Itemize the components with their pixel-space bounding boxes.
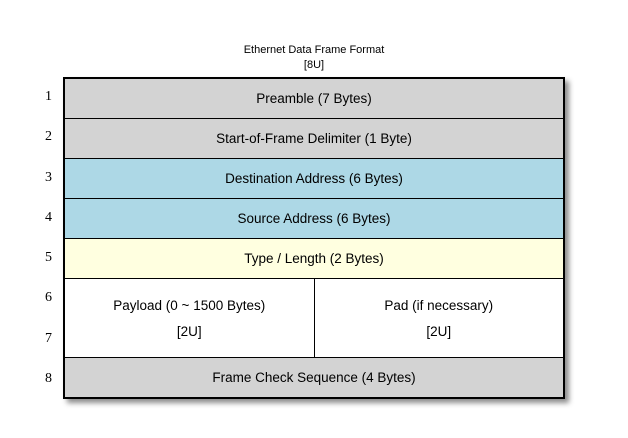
frame-row-type-length: Type / Length (2 Bytes) xyxy=(65,239,563,279)
diagram-title-text: Ethernet Data Frame Format xyxy=(243,44,385,56)
frame-row-frame-check-sequence-label: Frame Check Sequence (4 Bytes) xyxy=(212,370,416,385)
frame-row-preamble-label: Preamble (7 Bytes) xyxy=(256,91,372,106)
pad-cell-sublabel: [2U] xyxy=(426,323,452,339)
row-number-5: 5 xyxy=(45,250,52,266)
row-number-3: 3 xyxy=(45,169,52,185)
frame-row-payload-pad: Payload (0 ~ 1500 Bytes) [2U] Pad (if ne… xyxy=(65,279,563,358)
row-number-8: 8 xyxy=(45,370,52,386)
payload-cell-label: Payload (0 ~ 1500 Bytes) xyxy=(113,297,266,313)
pad-cell: Pad (if necessary) [2U] xyxy=(315,279,564,357)
row-number-6: 6 xyxy=(45,290,52,306)
row-number-4: 4 xyxy=(45,209,52,225)
diagram-title-subtext: [8U] xyxy=(303,59,325,71)
frame-row-type-length-label: Type / Length (2 Bytes) xyxy=(244,251,384,266)
frame-row-preamble: Preamble (7 Bytes) xyxy=(65,79,563,119)
frame-row-frame-check-sequence: Frame Check Sequence (4 Bytes) xyxy=(65,358,563,397)
row-number-1: 1 xyxy=(45,89,52,105)
pad-cell-label: Pad (if necessary) xyxy=(384,297,494,313)
frame-diagram: 1 2 3 4 5 6 7 8 Preamble (7 Bytes) Start… xyxy=(30,77,565,399)
row-number-column: 1 2 3 4 5 6 7 8 xyxy=(30,77,63,399)
frame-row-start-of-frame-delimiter: Start-of-Frame Delimiter (1 Byte) xyxy=(65,119,563,159)
frame-row-destination-address: Destination Address (6 Bytes) xyxy=(65,159,563,199)
frame-table: Preamble (7 Bytes) Start-of-Frame Delimi… xyxy=(63,77,565,399)
payload-cell-sublabel: [2U] xyxy=(176,323,202,339)
frame-row-source-address-label: Source Address (6 Bytes) xyxy=(237,211,391,226)
diagram-title: Ethernet Data Frame Format [8U] xyxy=(63,43,565,73)
frame-row-source-address: Source Address (6 Bytes) xyxy=(65,199,563,239)
payload-cell: Payload (0 ~ 1500 Bytes) [2U] xyxy=(65,279,315,357)
row-number-7: 7 xyxy=(45,330,52,346)
frame-row-destination-address-label: Destination Address (6 Bytes) xyxy=(225,171,403,186)
frame-row-start-of-frame-delimiter-label: Start-of-Frame Delimiter (1 Byte) xyxy=(216,131,412,146)
row-number-2: 2 xyxy=(45,129,52,145)
